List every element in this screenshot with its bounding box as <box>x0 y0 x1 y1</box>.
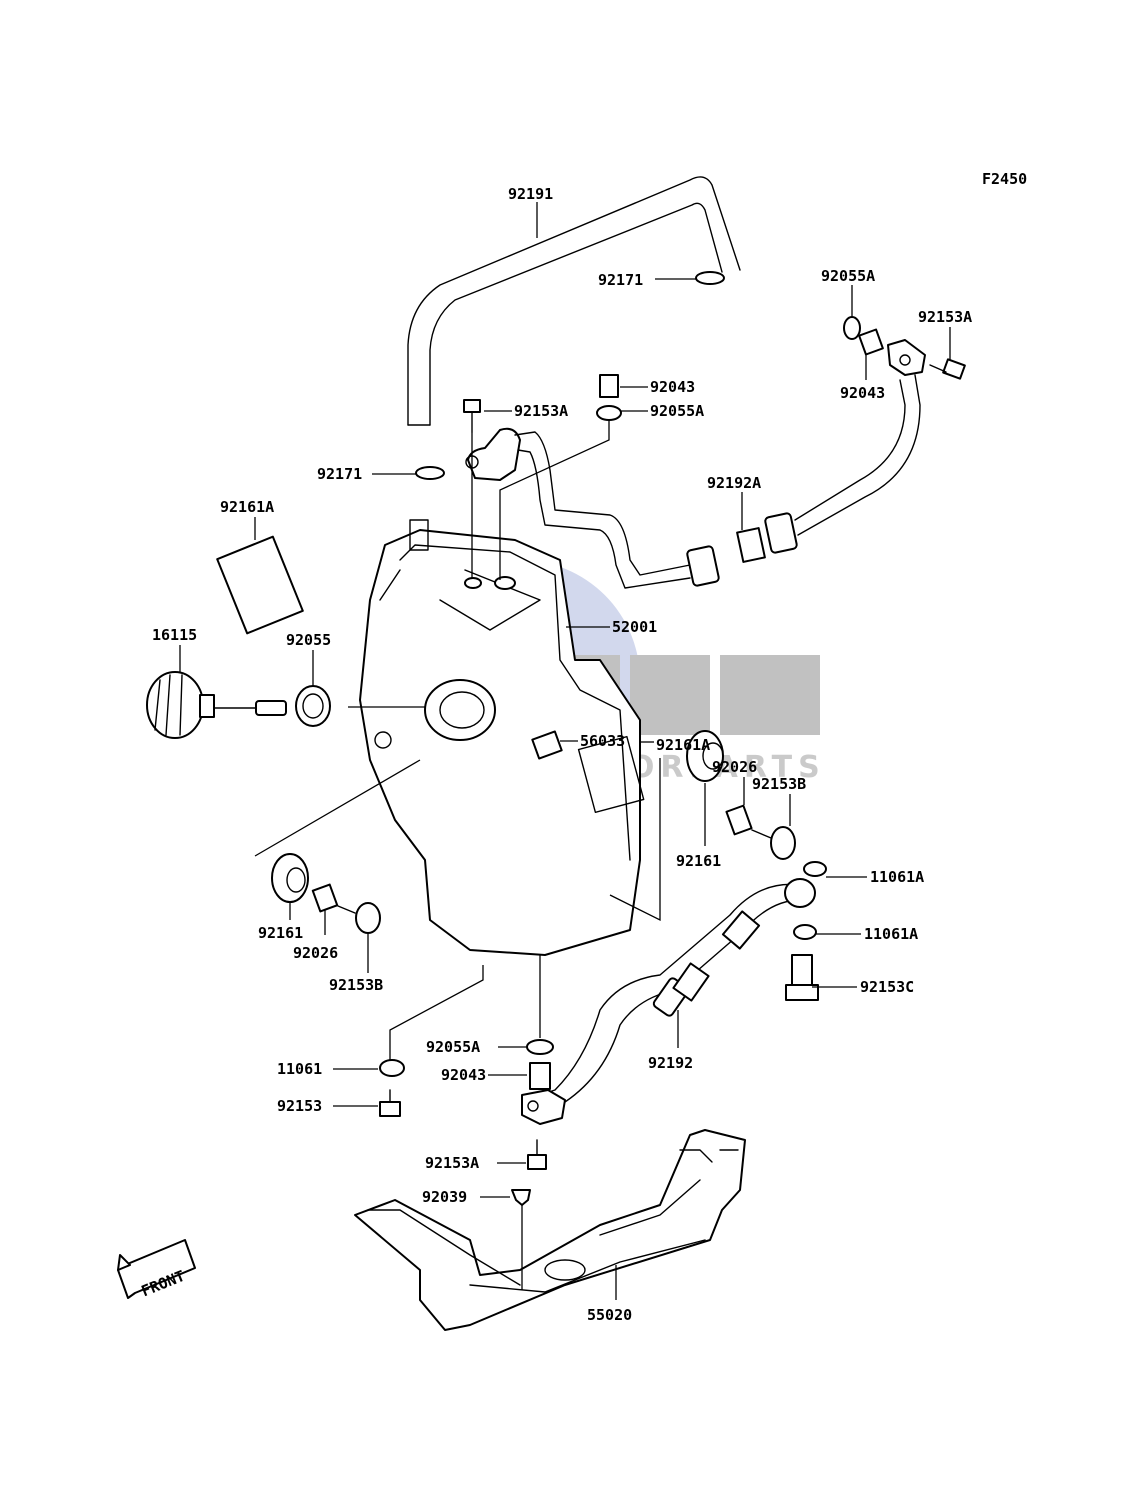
part-label: 92161 <box>258 924 303 942</box>
part-label: 92153A <box>425 1154 479 1172</box>
washer-part <box>803 861 827 877</box>
part-label: 11061A <box>870 868 924 886</box>
part-label: 11061A <box>864 925 918 943</box>
banjo-bolt-part <box>785 954 819 1001</box>
bolt-part <box>379 1089 401 1117</box>
part-label: 92039 <box>422 1188 467 1206</box>
part-label: 92026 <box>712 758 757 776</box>
part-label: 92153A <box>514 402 568 420</box>
part-label: 16115 <box>152 626 197 644</box>
clip-part <box>511 1189 531 1206</box>
fuel-cap-part <box>146 671 287 739</box>
part-label: 92192A <box>707 474 761 492</box>
part-label: 92043 <box>840 384 885 402</box>
fuel-tank-part <box>359 519 645 956</box>
part-label: 92171 <box>598 271 643 289</box>
part-label: 92153A <box>918 308 972 326</box>
part-label: 92043 <box>650 378 695 396</box>
part-label: 92161 <box>676 852 721 870</box>
part-label: 92192 <box>648 1054 693 1072</box>
washer-part <box>843 316 861 340</box>
collar-part <box>599 374 619 398</box>
part-label: 56033 <box>580 732 625 750</box>
washer-part <box>596 405 622 421</box>
part-label: 92153B <box>329 976 383 994</box>
leader-lines <box>179 202 951 1300</box>
washer-part <box>793 924 817 940</box>
part-label: 11061 <box>277 1060 322 1078</box>
clamp-part <box>415 466 445 480</box>
part-label: 55020 <box>587 1306 632 1324</box>
front-arrow-icon: FRONT <box>117 1239 196 1300</box>
part-label: 92161A <box>656 736 710 754</box>
washer-part <box>379 1059 405 1077</box>
bolt-part <box>463 399 481 433</box>
fuel-hose-lower-part <box>521 878 816 1125</box>
collar-part <box>725 804 753 836</box>
label-part <box>531 730 563 760</box>
washer-part <box>526 1039 554 1055</box>
collar-part <box>858 328 884 356</box>
gasket-part <box>295 685 331 727</box>
part-label: 92153C <box>860 978 914 996</box>
part-label: 92026 <box>293 944 338 962</box>
clamp-part <box>695 271 725 285</box>
part-label: 92161A <box>220 498 274 516</box>
tray-part <box>354 1129 746 1331</box>
grommet-part <box>271 853 309 903</box>
fuel-hose-upper-part <box>465 339 926 589</box>
part-label: 52001 <box>612 618 657 636</box>
label-sticker-part <box>216 535 304 635</box>
part-label: 92153 <box>277 1097 322 1115</box>
part-label: 92055A <box>650 402 704 420</box>
part-label: 92055A <box>821 267 875 285</box>
bolt-part <box>929 358 966 380</box>
part-label: 92191 <box>508 185 553 203</box>
breather-hose-part <box>407 176 741 426</box>
part-label: 92153B <box>752 775 806 793</box>
bolt-part <box>337 902 381 934</box>
part-label: 92043 <box>441 1066 486 1084</box>
collar-part <box>311 883 339 913</box>
bolt-part <box>751 826 796 860</box>
collar-part <box>529 1062 551 1090</box>
part-label: 92055A <box>426 1038 480 1056</box>
part-label: 92055 <box>286 631 331 649</box>
bolt-part <box>527 1139 547 1170</box>
grommet-part <box>686 730 724 782</box>
figure-code: F2450 <box>982 170 1027 188</box>
part-label: 92171 <box>317 465 362 483</box>
